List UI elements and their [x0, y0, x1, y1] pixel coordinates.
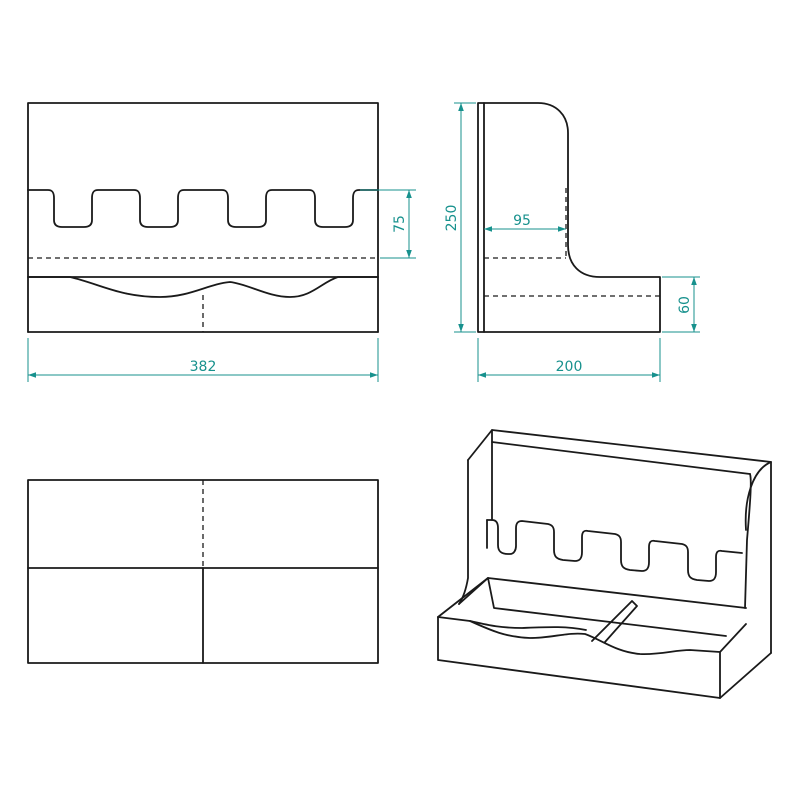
front-width-dimension: 382 [27, 338, 379, 382]
iso-back-top [467, 429, 772, 654]
side-depth-dimension: 200 [477, 338, 661, 382]
iso-tray-front-outline [437, 616, 747, 699]
iso-left-side [458, 459, 469, 605]
side-view-outline [477, 102, 661, 333]
front-slot-label: 75 [392, 215, 408, 233]
side-back-label: 95 [513, 213, 531, 229]
iso-wavy-lip [437, 616, 721, 656]
side-view [477, 102, 661, 333]
side-height-label: 250 [444, 205, 460, 232]
iso-right-curve [744, 461, 772, 531]
front-view-back-plate [27, 102, 379, 191]
top-view [27, 479, 379, 664]
iso-tray-inner-floor [487, 577, 727, 637]
iso-tray-divider [591, 600, 638, 643]
front-width-label: 382 [190, 359, 217, 375]
iso-back-top-inner [491, 429, 751, 475]
front-view-slot-profile [27, 189, 379, 228]
iso-tray-right-end [719, 652, 772, 699]
side-tray-dimension: 60 [662, 276, 700, 333]
iso-slot-profile [486, 519, 743, 582]
iso-tray-top-left [437, 577, 489, 618]
iso-right-side [744, 473, 752, 609]
side-depth-label: 200 [556, 359, 583, 375]
side-height-dimension: 250 [444, 102, 476, 333]
front-view [27, 102, 379, 333]
front-slot-dimension: 75 [360, 189, 416, 259]
side-back-dimension: 95 [484, 213, 566, 232]
front-view-wavy-lip [27, 276, 379, 298]
side-tray-label: 60 [677, 296, 693, 314]
iso-tray-back-rim [458, 577, 747, 609]
isometric-view [437, 429, 772, 699]
iso-wavy-lip-inner [469, 620, 587, 631]
